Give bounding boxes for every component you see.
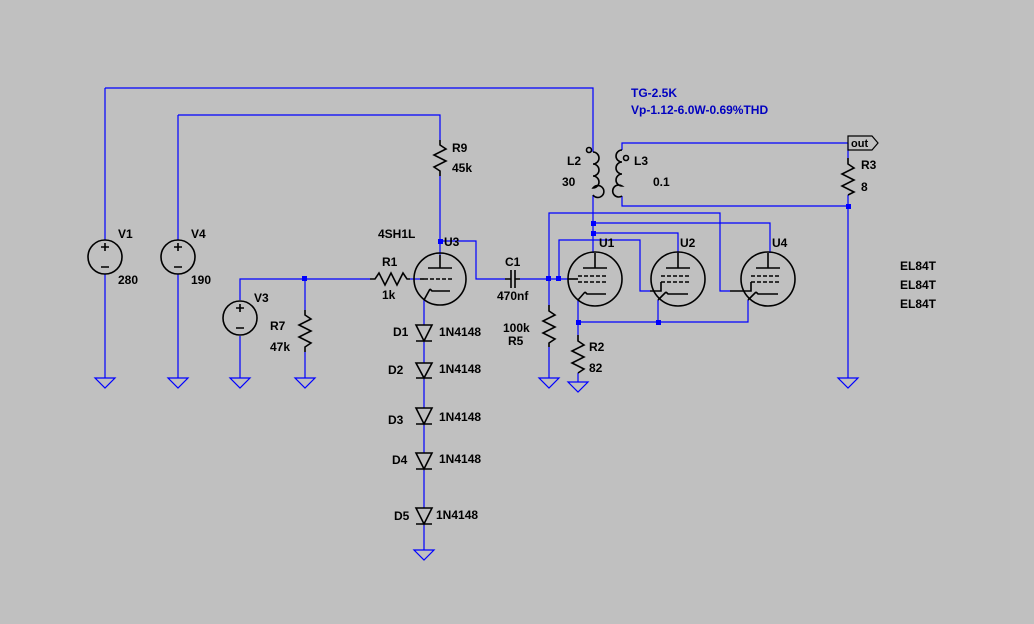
u3-model: 4SH1L [378,227,415,241]
voltage-source-v3[interactable]: V3 [222,291,269,336]
r3-value: 8 [861,180,868,194]
resistor-r9[interactable]: R9 45k [432,140,472,176]
d3-model: 1N4148 [439,410,481,424]
voltage-source-v4[interactable]: V4 190 [160,227,211,287]
result-annotation: Vp-1.12-6.0W-0.69%THD [631,103,768,117]
diode-d3[interactable]: D3 1N4148 [388,407,481,427]
resistor-r2[interactable]: R2 82 [570,335,605,375]
r1-name: R1 [382,255,398,269]
resistor-r1[interactable]: R1 1k [370,255,410,302]
capacitor-c1[interactable]: C1 470nf [497,255,529,303]
l2-name: L2 [567,154,581,168]
v4-value: 190 [191,273,211,287]
pentode-u1[interactable]: U1 [567,236,623,307]
d5-name: D5 [394,509,410,523]
pentode-u2[interactable]: U2 [650,236,706,307]
r7-name: R7 [270,319,286,333]
wires [104,87,849,550]
out-label: out [851,138,868,150]
net-label-out[interactable]: out [847,135,879,151]
diode-d5[interactable]: D5 1N4148 [394,507,478,526]
r3-name: R3 [861,158,877,172]
r2-name: R2 [589,340,605,354]
inductor-l2[interactable]: L2 30 [562,146,605,199]
l2-value: 30 [562,175,576,189]
r1-value: 1k [382,288,396,302]
l3-value: 0.1 [653,175,670,189]
u2-name: U2 [680,236,696,250]
ground-symbols [93,377,860,561]
c1-value: 470nf [497,289,529,303]
d4-name: D4 [392,453,408,467]
v1-name: V1 [118,227,133,241]
diode-d4[interactable]: D4 1N4148 [392,452,481,471]
model-directive-2: EL84T [900,278,937,292]
transformer-annotation: TG-2.5K [631,86,677,100]
v1-value: 280 [118,273,138,287]
voltage-source-v1[interactable]: V1 280 [87,227,138,287]
r5-value: 100k [503,321,530,335]
r9-name: R9 [452,141,468,155]
u1-name: U1 [599,236,615,250]
junctions [302,204,851,325]
d2-name: D2 [388,363,404,377]
v4-name: V4 [191,227,206,241]
r9-value: 45k [452,161,472,175]
d3-name: D3 [388,413,404,427]
inductor-l3[interactable]: L3 0.1 [611,149,670,198]
l3-name: L3 [634,154,648,168]
diode-d2[interactable]: D2 1N4148 [388,362,481,380]
c1-name: C1 [505,255,521,269]
resistor-r7[interactable]: R7 47k [270,310,313,354]
d4-model: 1N4148 [439,452,481,466]
u4-name: U4 [772,236,788,250]
v3-name: V3 [254,291,269,305]
model-directive-3: EL84T [900,297,937,311]
r5-name: R5 [508,334,524,348]
r2-value: 82 [589,361,603,375]
r7-value: 47k [270,340,290,354]
resistor-r3[interactable]: R3 8 [840,158,877,196]
d1-model: 1N4148 [439,325,481,339]
triode-u3[interactable]: U3 4SH1L [378,227,467,306]
d1-name: D1 [393,325,409,339]
d5-model: 1N4148 [436,508,478,522]
u3-name: U3 [444,235,460,249]
d2-model: 1N4148 [439,362,481,376]
resistor-r5[interactable]: 100k R5 [503,305,557,348]
pentode-u4[interactable]: U4 [730,236,796,307]
diode-d1[interactable]: D1 1N4148 [393,324,481,343]
model-directive-1: EL84T [900,259,937,273]
